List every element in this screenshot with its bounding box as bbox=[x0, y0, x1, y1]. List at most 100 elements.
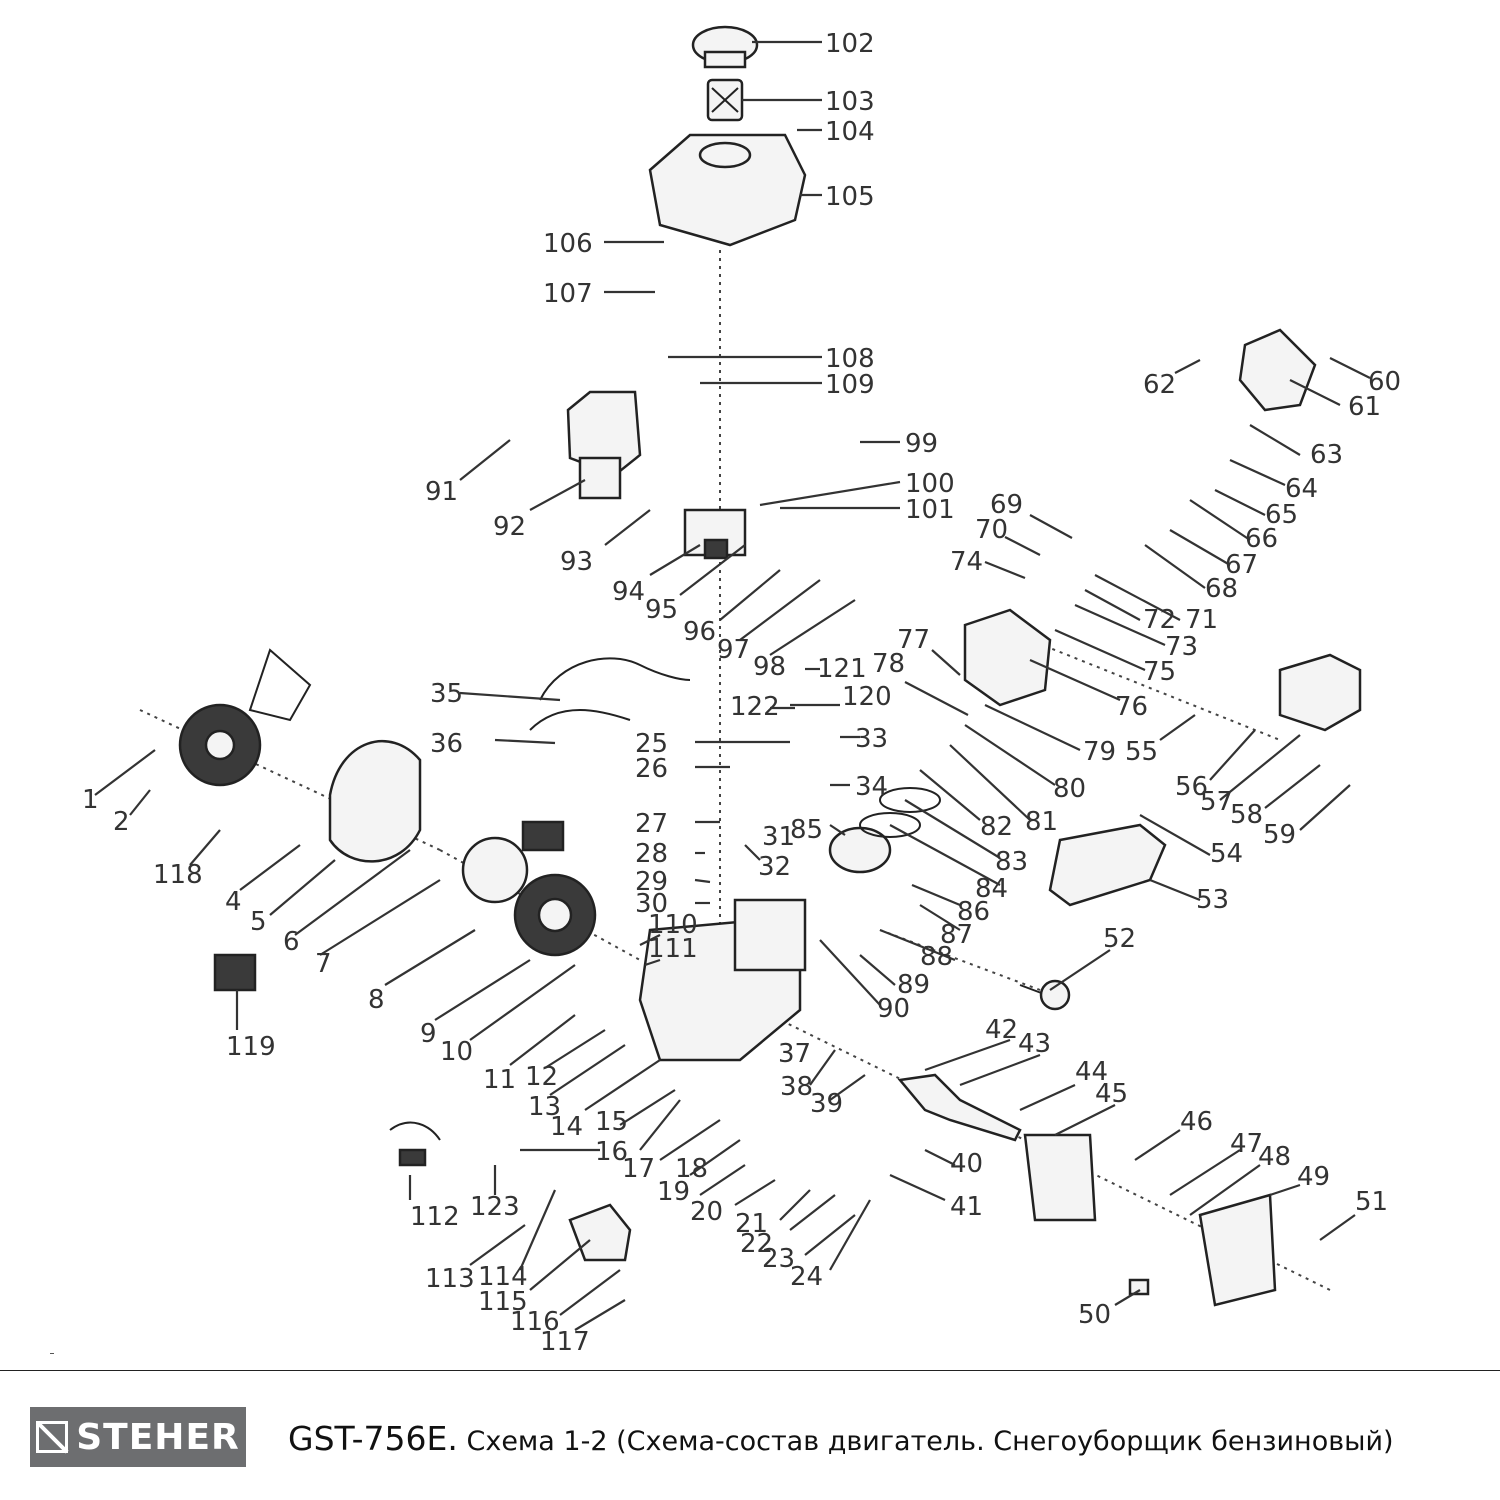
part-label: 53 bbox=[1196, 885, 1229, 915]
part-label: 73 bbox=[1165, 632, 1198, 662]
part-label: 36 bbox=[430, 729, 463, 759]
part-label: 18 bbox=[675, 1154, 708, 1184]
part-label: 116 bbox=[510, 1307, 560, 1337]
part-label: 2 bbox=[113, 807, 130, 837]
part-label: 89 bbox=[897, 970, 930, 1000]
part-label: 79 bbox=[1083, 737, 1116, 767]
steher-logo: STEHER bbox=[30, 1407, 246, 1467]
part-label: 4 bbox=[225, 887, 242, 917]
part-label: 70 bbox=[975, 515, 1008, 545]
part-label: 103 bbox=[825, 87, 875, 117]
part-label: 104 bbox=[825, 117, 875, 147]
part-label: 46 bbox=[1180, 1107, 1213, 1137]
part-label: 74 bbox=[950, 547, 983, 577]
fan-cover bbox=[328, 739, 422, 863]
part-label: 14 bbox=[550, 1112, 583, 1142]
fuel-cap bbox=[691, 25, 759, 69]
part-label: 75 bbox=[1143, 657, 1176, 687]
scheme-caption: GST-756E. Схема 1-2 (Схема-состав двигат… bbox=[288, 1419, 1394, 1458]
part-label: 34 bbox=[855, 772, 888, 802]
part-label: 82 bbox=[980, 812, 1013, 842]
part-label: 71 bbox=[1185, 605, 1218, 635]
part-label: 84 bbox=[975, 874, 1008, 904]
part-label: 78 bbox=[872, 649, 905, 679]
part-label: 50 bbox=[1078, 1300, 1111, 1330]
part-label: 26 bbox=[635, 754, 668, 784]
scheme-description: Схема 1-2 (Схема-состав двигатель. Снего… bbox=[466, 1426, 1394, 1457]
rectifier bbox=[213, 953, 257, 992]
part-label: 48 bbox=[1258, 1142, 1291, 1172]
part-label: 107 bbox=[543, 279, 593, 309]
part-label: 54 bbox=[1210, 839, 1243, 869]
part-label: 33 bbox=[855, 724, 888, 754]
part-label: 120 bbox=[842, 682, 892, 712]
part-label: 29 bbox=[635, 867, 668, 897]
part-label: 108 bbox=[825, 344, 875, 374]
part-label: 19 bbox=[657, 1177, 690, 1207]
part-label: 92 bbox=[493, 512, 526, 542]
crankshaft bbox=[897, 1073, 1022, 1142]
part-label: 62 bbox=[1143, 370, 1176, 400]
part-label: 63 bbox=[1310, 440, 1343, 470]
part-label: 96 bbox=[683, 617, 716, 647]
part-label: 1 bbox=[82, 785, 99, 815]
part-label: 13 bbox=[528, 1092, 561, 1122]
part-label: 15 bbox=[595, 1107, 628, 1137]
part-label: 25 bbox=[635, 729, 668, 759]
part-label: 122 bbox=[730, 692, 780, 722]
part-label: 10 bbox=[440, 1037, 473, 1067]
part-label: 41 bbox=[950, 1192, 983, 1222]
part-label: 31 bbox=[762, 822, 795, 852]
part-label: 109 bbox=[825, 370, 875, 400]
part-label: 43 bbox=[1018, 1029, 1051, 1059]
steher-logo-mark-icon bbox=[36, 1421, 69, 1453]
part-label: 76 bbox=[1115, 692, 1148, 722]
part-label: 90 bbox=[877, 994, 910, 1024]
part-label: 56 bbox=[1175, 772, 1208, 802]
recoil-starter bbox=[178, 648, 312, 787]
part-label: 85 bbox=[790, 815, 823, 845]
part-label: 72 bbox=[1143, 605, 1176, 635]
assembly-axes bbox=[139, 250, 1331, 1291]
part-label: 58 bbox=[1230, 800, 1263, 830]
stray-mark bbox=[50, 1353, 54, 1354]
air-cleaner bbox=[566, 390, 642, 500]
footer: STEHER GST-756E. Схема 1-2 (Схема-состав… bbox=[0, 1371, 1500, 1500]
part-label: 117 bbox=[540, 1327, 590, 1357]
part-label: 97 bbox=[717, 635, 750, 665]
part-label: 8 bbox=[368, 985, 385, 1015]
cylinder-head bbox=[963, 608, 1052, 707]
part-label: 80 bbox=[1053, 774, 1086, 804]
camshaft bbox=[1019, 979, 1071, 1011]
part-label: 93 bbox=[560, 547, 593, 577]
part-label: 111 bbox=[648, 934, 698, 964]
exploded-engine-diagram: 102 103 104 105 106 107 108 109 91 92 93… bbox=[82, 25, 1401, 1357]
footer-divider bbox=[0, 1370, 1500, 1371]
part-label: 23 bbox=[762, 1244, 795, 1274]
part-label: 64 bbox=[1285, 474, 1318, 504]
part-label: 39 bbox=[810, 1089, 843, 1119]
leader-lines bbox=[94, 40, 1371, 1331]
ignition-coil bbox=[521, 657, 691, 852]
part-label: 6 bbox=[283, 927, 300, 957]
valve-cover bbox=[1238, 328, 1317, 412]
part-label: 21 bbox=[735, 1209, 768, 1239]
part-label: 7 bbox=[315, 949, 332, 979]
crankcase bbox=[638, 898, 807, 1062]
part-label: 67 bbox=[1225, 550, 1258, 580]
part-label: 12 bbox=[525, 1062, 558, 1092]
fuel-tank bbox=[648, 133, 807, 247]
part-label: 77 bbox=[897, 625, 930, 655]
part-label: 83 bbox=[995, 847, 1028, 877]
harness-connector bbox=[389, 1121, 441, 1167]
dipstick bbox=[1128, 1278, 1150, 1296]
part-label: 105 bbox=[825, 182, 875, 212]
part-label: 81 bbox=[1025, 807, 1058, 837]
part-label: 102 bbox=[825, 29, 875, 59]
part-label: 49 bbox=[1297, 1162, 1330, 1192]
part-label: 65 bbox=[1265, 500, 1298, 530]
part-label: 106 bbox=[543, 229, 593, 259]
part-label: 86 bbox=[957, 897, 990, 927]
part-label: 113 bbox=[425, 1264, 475, 1294]
part-label: 40 bbox=[950, 1149, 983, 1179]
